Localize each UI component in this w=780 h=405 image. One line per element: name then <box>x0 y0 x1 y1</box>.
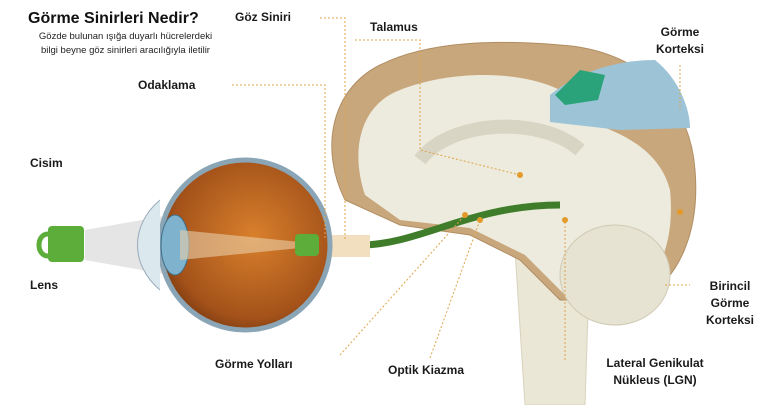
subtitle-line: Gözde bulunan ışığa duyarlı hücrelerdeki <box>38 31 213 42</box>
label-line: Nükleus (LGN) <box>613 373 697 387</box>
label-focusing: Odaklama <box>138 78 196 92</box>
focus-beam <box>180 230 300 260</box>
optic-nerve <box>320 201 561 249</box>
cerebellum <box>559 224 671 326</box>
label-line: Korteksi <box>655 42 705 56</box>
label-line: Lateral Genikulat <box>606 356 704 370</box>
label-lens: Lens <box>30 278 59 292</box>
subtitle-line: bilgi beyne göz sinirleri aracılığıyla i… <box>41 45 210 56</box>
label-line: Korteksi <box>705 313 755 327</box>
cup-icon <box>36 226 84 262</box>
nerve-sheath <box>330 235 370 257</box>
label-line: Birincil <box>709 279 751 293</box>
label-visual-pathways: Görme Yolları <box>215 357 293 371</box>
page-title: Görme Sinirleri Nedir? <box>28 10 199 27</box>
retina-image <box>295 234 319 256</box>
cornea <box>137 199 161 291</box>
teal-region <box>555 70 605 105</box>
leader-lines <box>232 17 690 360</box>
label-line: Görme <box>660 25 700 39</box>
label-optic-chiasm: Optik Kiazma <box>388 363 465 377</box>
corpus-callosum <box>414 119 585 165</box>
label-object: Cisim <box>30 156 63 170</box>
label-optic-nerve: Göz Siniri <box>235 10 292 24</box>
label-thalamus: Talamus <box>370 20 418 34</box>
marker-dots <box>462 172 683 223</box>
label-line: Görme <box>710 296 750 310</box>
